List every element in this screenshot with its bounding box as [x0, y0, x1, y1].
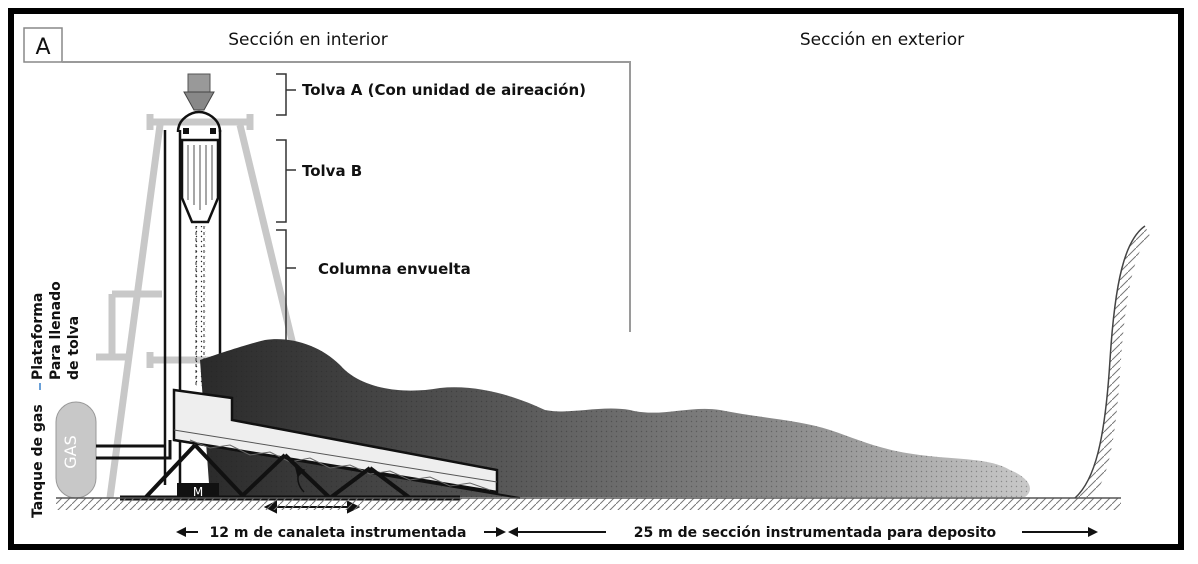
- dimension-seccion: 25 m de sección instrumentada para depos…: [508, 525, 1098, 541]
- platform-label-line2: Para llenado: [48, 281, 64, 380]
- label-tolva-a: Tolva A (Con unidad de aireación): [302, 81, 586, 99]
- interior-section-bracket: [62, 61, 631, 332]
- ground: [56, 497, 1121, 510]
- gas-tank-text-label: Tanque de gas: [30, 404, 46, 518]
- platform-label: Plataforma Para llenado de tolva Tanque …: [30, 281, 82, 518]
- panel-letter-box: A: [23, 27, 63, 63]
- section-interior-title: Sección en interior: [228, 30, 388, 50]
- section-exterior-title: Sección en exterior: [800, 30, 964, 50]
- falling-material: [194, 226, 206, 386]
- filling-platform: [96, 290, 162, 361]
- tilt-angle-indicator: [294, 466, 306, 493]
- dimension-canaleta-text: 12 m de canaleta instrumentada: [210, 525, 467, 541]
- motor-box: M: [177, 483, 219, 499]
- motor-label: M: [193, 485, 203, 499]
- deposit: [200, 339, 1030, 497]
- dimension-canaleta: 12 m de canaleta instrumentada: [176, 525, 506, 541]
- gas-tank: GAS: [55, 401, 172, 499]
- label-columna: Columna envuelta: [318, 260, 471, 278]
- platform-label-line1: Plataforma: [30, 293, 46, 380]
- flume-channel: [172, 388, 521, 499]
- end-wall: [1074, 225, 1150, 499]
- hopper-a: [176, 73, 222, 134]
- platform-label-line3: de tolva: [66, 316, 82, 380]
- label-tolva-b: Tolva B: [302, 162, 362, 180]
- hopper-b: [180, 138, 220, 224]
- panel-letter: A: [35, 35, 50, 60]
- gas-tank-label: GAS: [61, 435, 80, 469]
- dimension-seccion-text: 25 m de sección instrumentada para depos…: [634, 525, 997, 541]
